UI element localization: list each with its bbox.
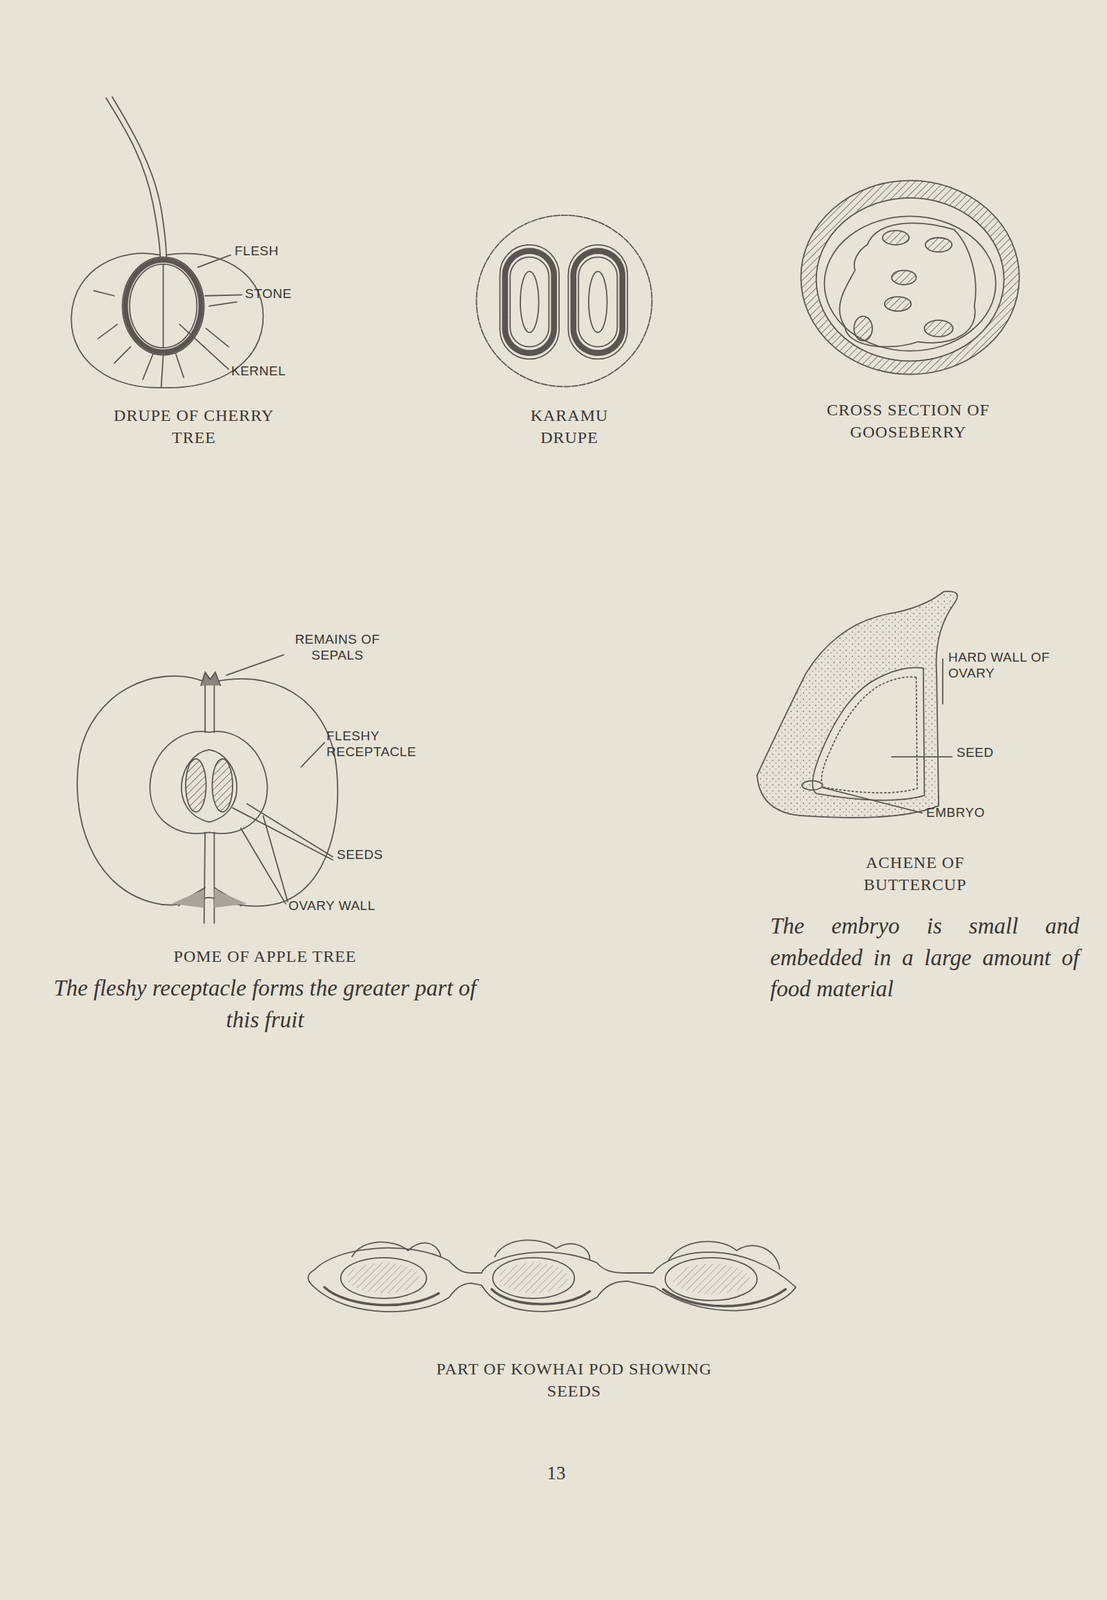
- buttercup-achene: [801, 781, 823, 791]
- apple-pome: [171, 889, 247, 909]
- gooseberry-section: [891, 270, 916, 286]
- kowhai-pod: [307, 1240, 796, 1312]
- cherry-drupe: [142, 354, 154, 380]
- part-label: EMBRYO: [926, 805, 985, 822]
- botany-plate: [71, 96, 1019, 1312]
- page-number: 13: [528, 1463, 584, 1485]
- gooseberry-section: [853, 316, 873, 341]
- cherry-drupe: [106, 98, 161, 258]
- figure-note: The embryo is small and embedded in a la…: [770, 910, 1080, 1006]
- apple-pome: [200, 672, 221, 686]
- buttercup-achene: [757, 591, 958, 818]
- figure-caption: POME OF APPLE TREE: [85, 945, 445, 968]
- cherry-drupe: [162, 264, 165, 348]
- apple-pome: [300, 742, 325, 767]
- apple-pome: [204, 832, 205, 924]
- karamu-drupe: [499, 245, 560, 360]
- kowhai-pod: [340, 1258, 427, 1299]
- apple-pome: [204, 685, 206, 733]
- part-label: REMAINS OF SEPALS: [285, 632, 390, 664]
- part-label: FLESH: [234, 243, 279, 260]
- figure-caption: ACHENE OF BUTTERCUP: [824, 851, 1006, 897]
- cherry-drupe: [179, 324, 229, 370]
- cherry-drupe: [161, 354, 164, 388]
- karamu-drupe: [573, 251, 623, 354]
- karamu-drupe: [505, 251, 555, 354]
- kowhai-pod: [324, 1287, 786, 1307]
- kowhai-pod: [665, 1258, 758, 1301]
- figure-caption: CROSS SECTION OF GOOSEBERRY: [804, 398, 1012, 444]
- buttercup-achene: [891, 756, 952, 758]
- figure-caption: DRUPE OF CHERRY TREE: [103, 404, 285, 450]
- cherry-drupe: [125, 260, 201, 352]
- part-label: STONE: [245, 286, 292, 303]
- karamu-drupe: [578, 257, 617, 348]
- cherry-drupe: [206, 328, 230, 348]
- cherry-drupe: [114, 347, 132, 364]
- cherry-drupe: [129, 264, 198, 348]
- karamu-drupe: [510, 257, 549, 348]
- cherry-drupe: [209, 302, 237, 307]
- cherry-drupe: [93, 290, 115, 296]
- karamu-drupe: [567, 245, 628, 360]
- apple-pome: [77, 676, 338, 907]
- figure-caption: PART OF KOWHAI POD SHOWING SEEDS: [418, 1358, 731, 1404]
- gooseberry-section: [925, 237, 952, 252]
- gooseberry-section: [882, 230, 909, 246]
- buttercup-achene: [821, 677, 918, 793]
- part-label: KERNEL: [231, 363, 286, 380]
- apple-pome: [213, 685, 216, 733]
- gooseberry-section: [839, 222, 976, 347]
- cherry-drupe: [198, 255, 231, 268]
- kowhai-pod: [672, 1264, 750, 1295]
- apple-pome: [247, 804, 333, 858]
- part-label: SEED: [956, 745, 994, 762]
- apple-pome: [226, 654, 284, 676]
- apple-pome: [185, 759, 207, 813]
- kowhai-pod: [307, 1248, 796, 1312]
- part-label: OVARY WALL: [288, 898, 376, 915]
- gooseberry-section: [924, 320, 953, 337]
- apple-pome: [232, 808, 333, 860]
- part-label: FLESHY RECEPTACLE: [326, 728, 437, 761]
- apple-pome: [240, 828, 286, 904]
- cherry-drupe: [204, 294, 242, 296]
- kowhai-pod: [494, 1240, 590, 1259]
- kowhai-pod: [351, 1242, 442, 1257]
- buttercup-achene: [942, 659, 944, 704]
- kowhai-pod: [492, 1258, 575, 1299]
- apple-pome: [181, 750, 237, 823]
- karamu-drupe: [476, 215, 652, 387]
- part-label: HARD WALL OF OVARY: [948, 650, 1063, 682]
- buttercup-achene: [757, 591, 958, 818]
- apple-pome: [211, 759, 233, 813]
- apple-pome: [213, 832, 216, 924]
- cherry-drupe: [98, 324, 118, 339]
- buttercup-achene: [822, 787, 923, 813]
- gooseberry-section: [800, 180, 1019, 375]
- cherry-drupe: [71, 96, 263, 388]
- apple-pome: [149, 731, 268, 834]
- figure-caption: KARAMU DRUPE: [510, 404, 629, 450]
- karamu-drupe: [520, 271, 540, 333]
- kowhai-pod: [498, 1262, 569, 1294]
- apple-pome: [262, 816, 288, 903]
- gooseberry-section: [800, 180, 1019, 375]
- part-label: SEEDS: [336, 847, 384, 864]
- gooseberry-section: [884, 296, 911, 312]
- cherry-drupe: [122, 257, 204, 356]
- apple-pome: [77, 654, 338, 924]
- cherry-drupe: [112, 96, 167, 257]
- karamu-drupe: [476, 215, 652, 387]
- figure-note: The fleshy receptacle forms the greater …: [44, 973, 486, 1036]
- kowhai-pod: [347, 1262, 421, 1294]
- cherry-drupe: [175, 353, 184, 378]
- gooseberry-section: [824, 216, 996, 351]
- karamu-drupe: [588, 271, 608, 333]
